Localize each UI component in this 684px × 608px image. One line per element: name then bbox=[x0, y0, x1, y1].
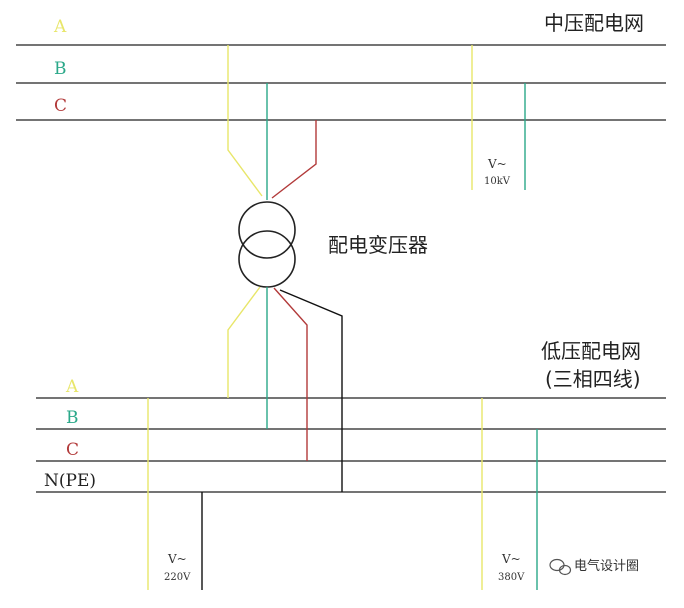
mv-meter-value: 10kV bbox=[484, 176, 511, 187]
mv-grid-title: 中压配电网 bbox=[544, 11, 644, 35]
watermark-text: 电气设计圈 bbox=[574, 558, 639, 574]
primary-wire-c bbox=[271, 120, 317, 199]
watermark: 电气设计圈 bbox=[549, 558, 639, 576]
lv-pn-meter-value: 220V bbox=[164, 572, 191, 583]
wechat-icon bbox=[549, 558, 572, 576]
mv-phase-b-label: B bbox=[54, 59, 67, 79]
lv-phase-neutral-meter bbox=[147, 398, 203, 590]
transformer-secondary-wires bbox=[227, 286, 343, 492]
mv-phase-c-label: C bbox=[54, 96, 67, 116]
secondary-wire-n bbox=[279, 289, 343, 492]
lv-phase-c-label: C bbox=[66, 440, 79, 460]
secondary-wire-a bbox=[227, 286, 261, 398]
transformer-primary-wires bbox=[227, 45, 317, 200]
mv-bus-lines bbox=[16, 44, 666, 121]
lv-pn-meter-symbol: V~ bbox=[167, 552, 187, 566]
lv-phase-b-label: B bbox=[66, 408, 79, 428]
lv-grid-title: 低压配电网 bbox=[541, 339, 641, 363]
transformer-secondary-coil bbox=[238, 230, 296, 288]
secondary-wire-c bbox=[273, 287, 308, 461]
mv-meter bbox=[471, 45, 526, 190]
lv-pp-meter-symbol: V~ bbox=[501, 552, 521, 566]
lv-neutral-label: N(PE) bbox=[44, 471, 96, 491]
lv-phase-phase-meter bbox=[481, 398, 538, 590]
transformer-primary-coil bbox=[238, 201, 296, 259]
lv-pp-meter-value: 380V bbox=[498, 572, 525, 583]
lv-phase-a-label: A bbox=[65, 377, 79, 397]
lv-grid-subtitle: (三相四线) bbox=[545, 367, 641, 391]
primary-wire-a bbox=[227, 45, 263, 197]
mv-meter-symbol: V~ bbox=[487, 157, 507, 171]
transformer-symbol bbox=[238, 201, 296, 288]
transformer-label: 配电变压器 bbox=[328, 233, 428, 257]
mv-phase-a-label: A bbox=[53, 17, 67, 37]
lv-bus-lines bbox=[36, 397, 666, 493]
